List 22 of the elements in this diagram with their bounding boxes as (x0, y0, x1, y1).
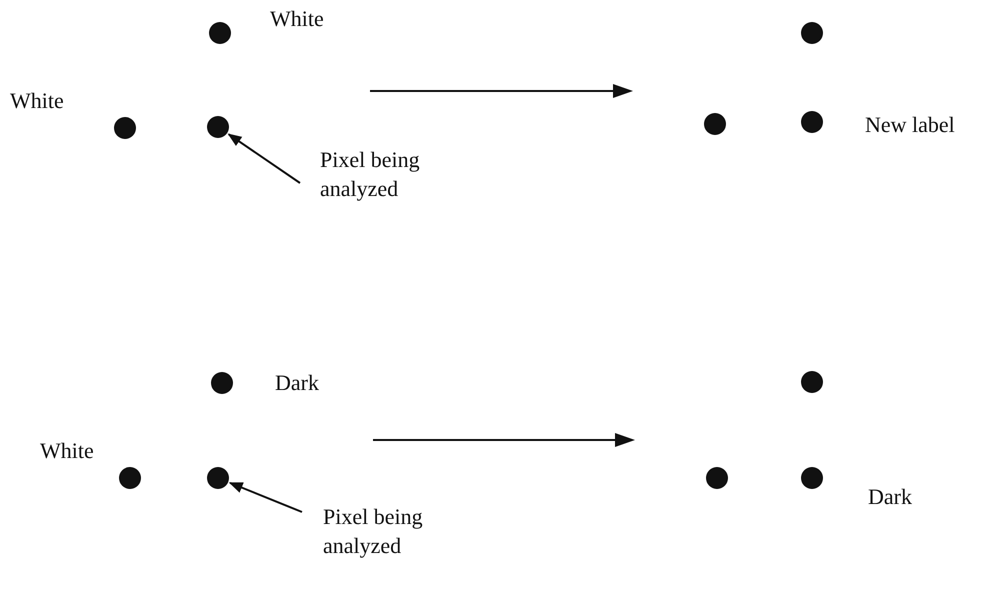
pixel-label: Dark (275, 370, 319, 396)
pixel-dot (207, 467, 229, 489)
pixel-label: White (10, 88, 64, 114)
pixel-dot (801, 371, 823, 393)
pixel-dot (801, 22, 823, 44)
annotation-text: Pixel being analyzed (320, 147, 420, 201)
pixel-label: New label (865, 112, 955, 138)
leader-arrow (228, 134, 301, 184)
pixel-dot (207, 116, 229, 138)
leader-arrow (228, 482, 302, 513)
pixel-label: Dark (868, 484, 912, 510)
pixel-dot (211, 372, 233, 394)
pixel-dot (704, 113, 726, 135)
pixel-dot (114, 117, 136, 139)
pixel-label: White (270, 6, 324, 32)
pixel-label: White (40, 438, 94, 464)
pixel-dot (119, 467, 141, 489)
annotation-text: Pixel being analyzed (323, 504, 423, 558)
pixel-dot (706, 467, 728, 489)
pixel-dot (209, 22, 231, 44)
pixel-dot (801, 467, 823, 489)
pixel-dot (801, 111, 823, 133)
